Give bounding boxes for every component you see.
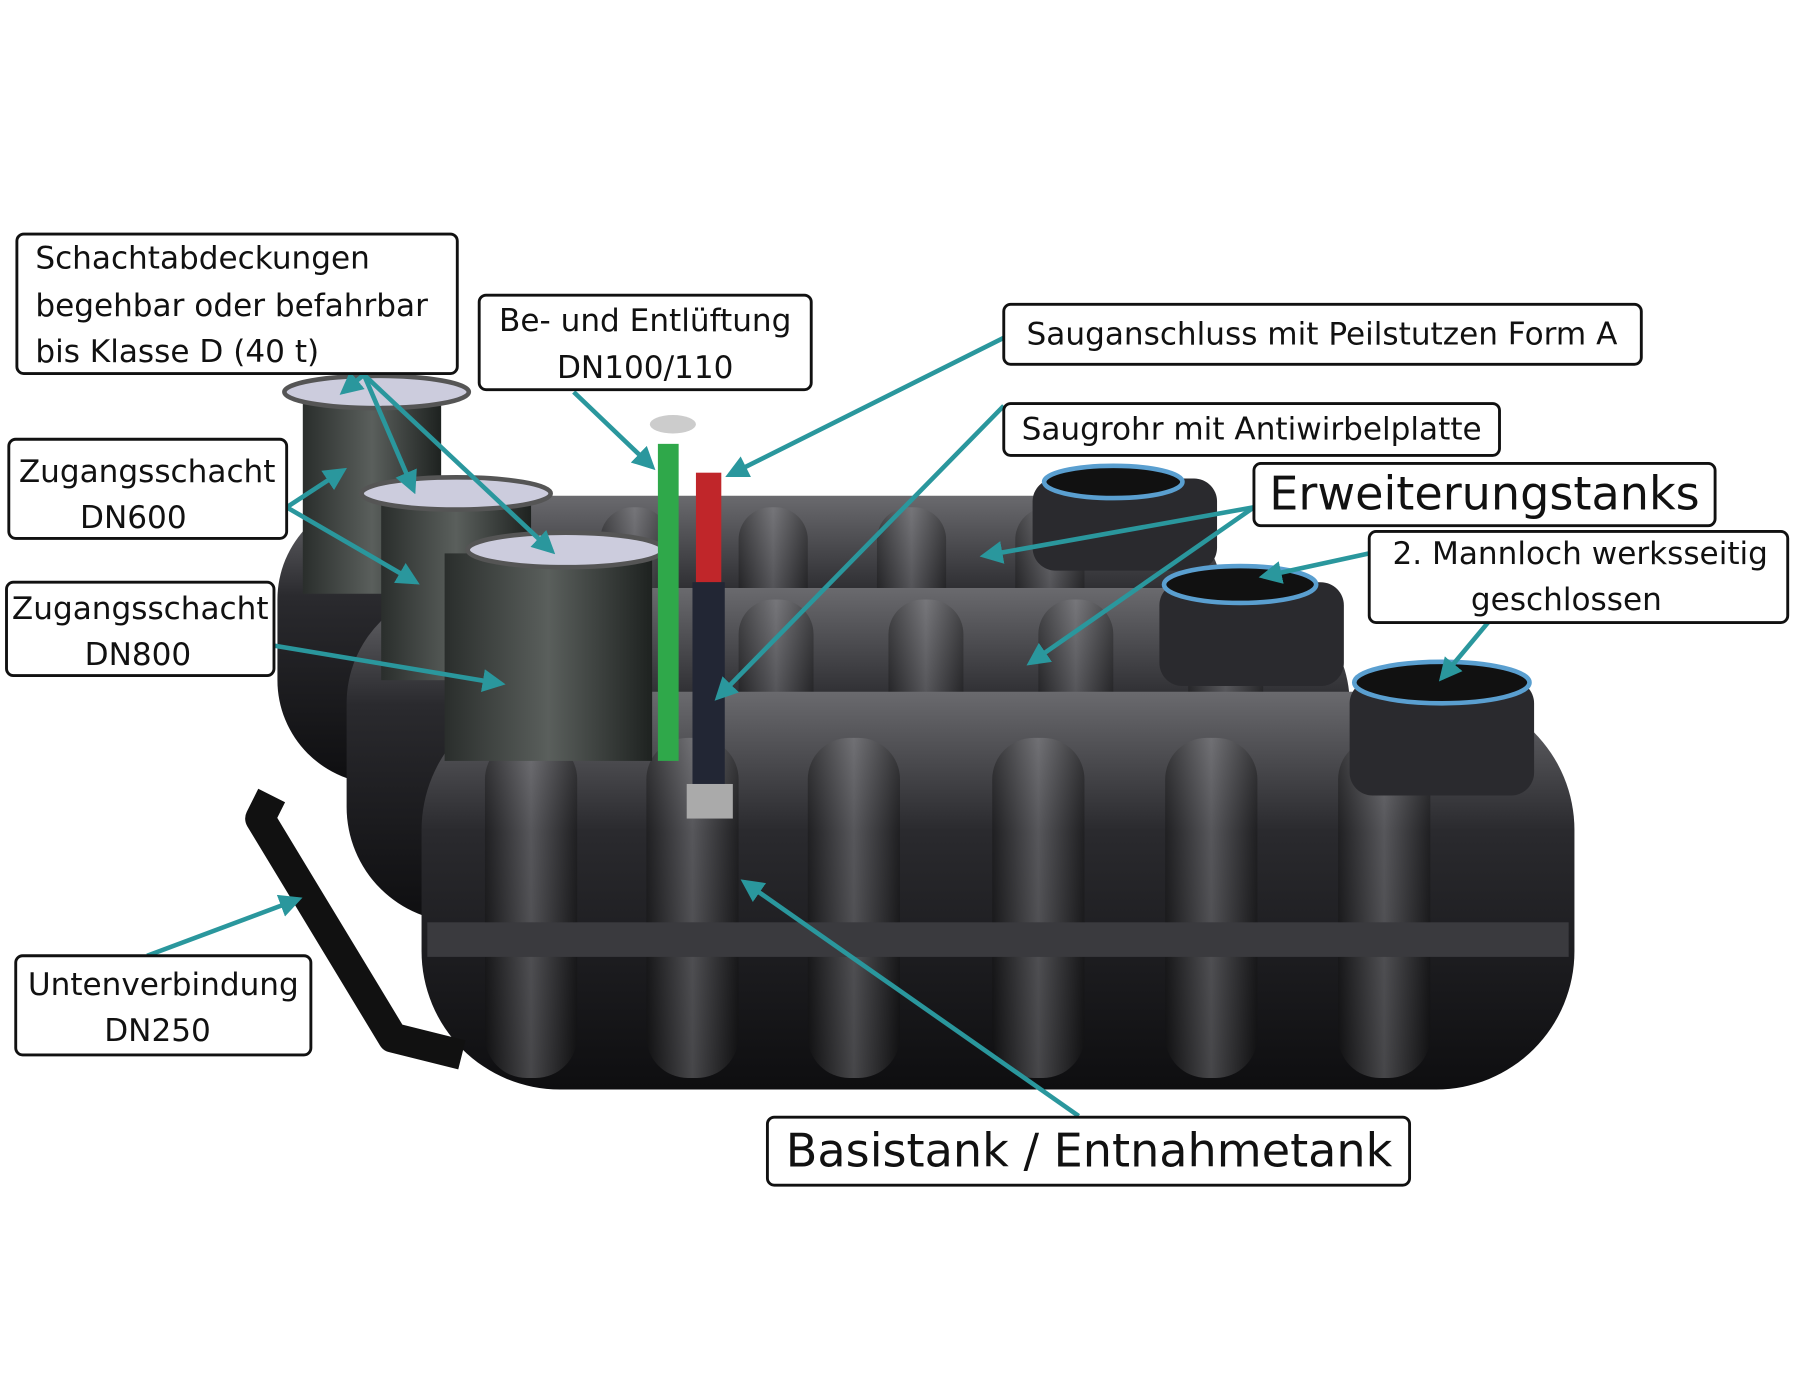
label-line: Be- und Entlüftung [499, 303, 791, 339]
label-shaft-dn600: Zugangsschacht DN600 [7, 437, 289, 540]
label-line: bis Klasse D (40 t) [35, 334, 319, 370]
label-line: DN600 [80, 500, 187, 536]
label-line: DN250 [104, 1013, 211, 1049]
label-line: Untenverbindung [28, 967, 299, 1003]
label-ventilation: Be- und Entlüftung DN100/110 [477, 293, 813, 392]
label-extension-tanks: Erweiterungstanks [1252, 462, 1717, 528]
vent-pipe [657, 443, 679, 761]
label-line: Basistank / Entnahmetank [786, 1124, 1393, 1178]
access-shaft-front [444, 530, 666, 761]
suction-pipe [692, 582, 725, 790]
label-suction-connection: Sauganschluss mit Peilstutzen Form A [1002, 302, 1643, 366]
label-line: 2. Mannloch werksseitig [1392, 536, 1767, 572]
label-shaft-dn800: Zugangsschacht DN800 [5, 580, 276, 678]
label-base-tank: Basistank / Entnahmetank [765, 1115, 1412, 1187]
bottom-connection-pipe [245, 788, 466, 1070]
label-line: Zugangsschacht [12, 591, 269, 627]
label-line: begehbar oder befahrbar [35, 288, 428, 324]
label-line: Sauganschluss mit Peilstutzen Form A [1027, 317, 1619, 353]
label-manhole-covers: Schachtabdeckungen begehbar oder befahrb… [15, 232, 459, 375]
label-line: Saugrohr mit Antiwirbelplatte [1022, 411, 1482, 447]
label-line: Schachtabdeckungen [35, 241, 370, 277]
label-suction-pipe: Saugrohr mit Antiwirbelplatte [1002, 402, 1501, 457]
label-line: DN100/110 [557, 350, 733, 386]
label-bottom-connection: Untenverbindung DN250 [14, 954, 313, 1057]
callout-arrows [146, 335, 1490, 1118]
label-line: DN800 [85, 637, 192, 673]
label-second-manhole: 2. Mannloch werksseitig geschlossen [1367, 530, 1790, 625]
suction-fitting [695, 472, 722, 583]
label-line: Erweiterungstanks [1269, 467, 1699, 521]
label-line: Zugangsschacht [19, 454, 276, 490]
label-line: geschlossen [1471, 582, 1662, 618]
